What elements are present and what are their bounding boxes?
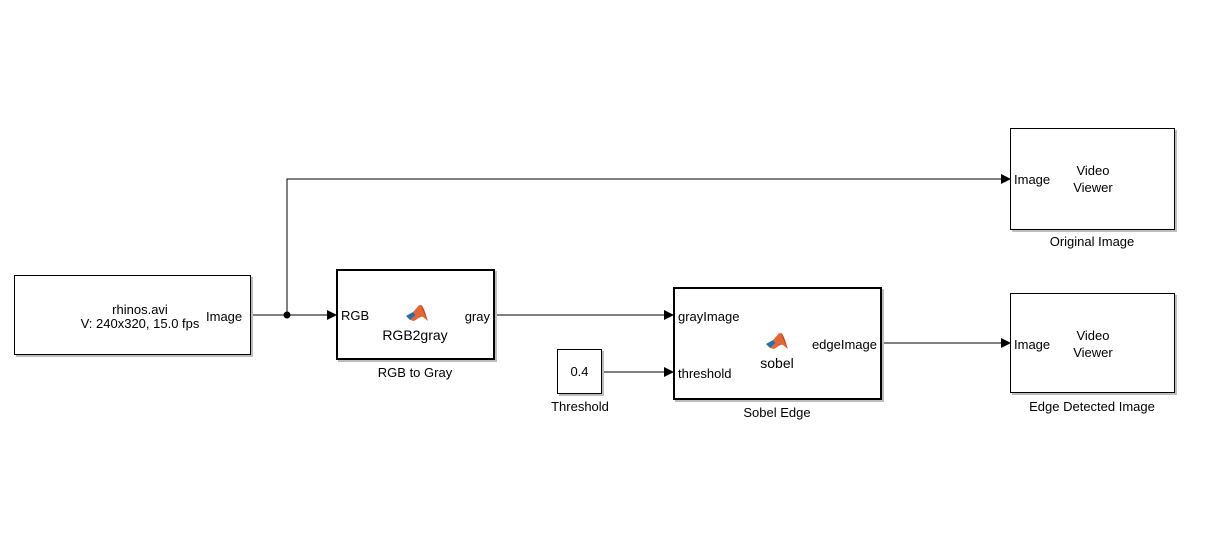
signal-branch-to-original-viewer[interactable] xyxy=(286,174,1011,315)
from-multimedia-file-block[interactable]: rhinos.avi V: 240x320, 15.0 fps Image xyxy=(14,275,251,355)
rgb-input-port: RGB xyxy=(341,308,370,323)
sobel-function-name: sobel xyxy=(760,355,794,371)
sobel-caption: Sobel Edge xyxy=(743,405,811,420)
original-viewer-caption: Original Image xyxy=(1049,234,1135,249)
source-output-port: Image xyxy=(206,309,243,324)
edges-viewer-title-line1: Video xyxy=(1076,328,1110,343)
original-viewer-input-port: Image xyxy=(1014,172,1051,187)
sobel-edge-function-block[interactable]: grayImage threshold edgeImage sobel xyxy=(673,287,882,400)
threshold-value: 0.4 xyxy=(570,364,589,379)
branch-point xyxy=(283,311,291,319)
threshold-caption: Threshold xyxy=(551,399,609,414)
matlab-logo-icon xyxy=(406,304,428,321)
grayimage-input-port: grayImage xyxy=(678,309,740,324)
edges-viewer-caption: Edge Detected Image xyxy=(1029,399,1155,414)
video-viewer-edges-block[interactable]: Image Video Viewer xyxy=(1010,293,1175,393)
threshold-constant-block[interactable]: 0.4 xyxy=(557,349,602,394)
rgb2gray-function-name: RGB2gray xyxy=(382,327,448,343)
source-info: V: 240x320, 15.0 fps xyxy=(80,316,200,331)
rgb2gray-caption: RGB to Gray xyxy=(377,365,453,380)
original-viewer-title-line2: Viewer xyxy=(1073,180,1113,195)
original-viewer-title-line1: Video xyxy=(1076,163,1110,178)
edgeimage-output-port: edgeImage xyxy=(811,337,877,352)
matlab-logo-icon xyxy=(766,332,788,349)
source-filename: rhinos.avi xyxy=(112,302,168,317)
edges-viewer-input-port: Image xyxy=(1014,337,1051,352)
threshold-input-port: threshold xyxy=(678,366,732,381)
video-viewer-original-block[interactable]: Image Video Viewer xyxy=(1010,128,1175,230)
rgb2gray-function-block[interactable]: RGB gray RGB2gray xyxy=(336,269,495,360)
edges-viewer-title-line2: Viewer xyxy=(1073,345,1113,360)
gray-output-port: gray xyxy=(464,309,490,324)
